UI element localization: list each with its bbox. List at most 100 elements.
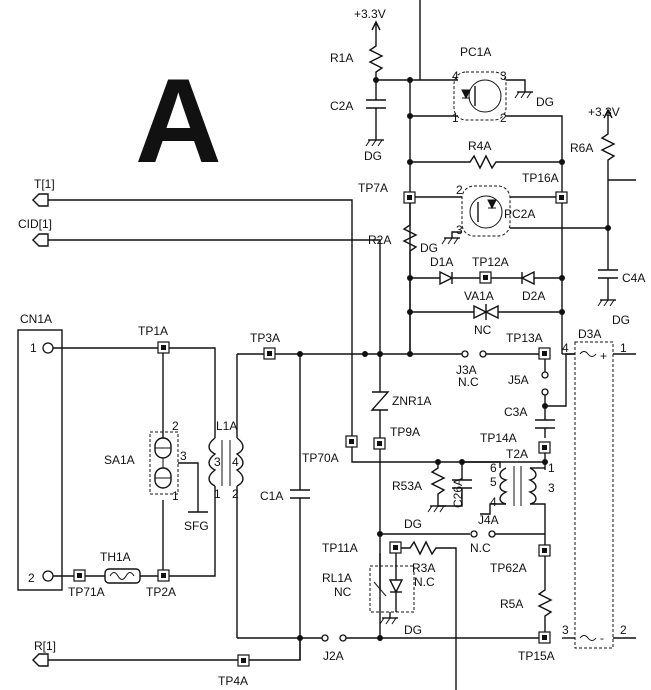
l1a-label: L1A [216,419,237,433]
resistor-r5a: R5A [500,556,553,632]
resistor-r53a: R53A [392,459,446,513]
c26a-label: C26A [451,478,465,508]
d3a-plus: + [600,349,607,363]
tp15a: TP15A [518,631,555,663]
section-letter: A [135,54,222,188]
r53a-label: R53A [392,479,422,493]
tp13a: TP13A [506,331,551,360]
j3a-label: J3A [456,363,477,377]
pc1a-pin3: 3 [500,69,507,83]
va1a-nc: NC [474,323,492,337]
j2a-label: J2A [323,649,344,663]
tp12a-label: TP12A [472,255,509,269]
port-cid-label: CID[1] [18,217,52,231]
jumper-j2a: J2A [321,634,347,663]
pc2a-pin2: 2 [456,183,463,197]
tp15a-label: TP15A [518,649,555,663]
resistor-r2a: R2A [368,203,418,354]
tp62a-label: TP62A [490,561,527,575]
j3a-nc: N.C [458,375,479,389]
va1a-label: VA1A [464,289,494,303]
d3a-pin4: 4 [562,341,569,355]
bridge-d3a: D3A 4 1 + 3 2 - [545,327,636,649]
tp16a-label: TP16A [522,171,559,185]
pc1a-pin2: 2 [500,111,507,125]
choke-l1a: L1A 3 4 1 2 [208,354,244,638]
l1a-pin3: 3 [214,455,221,469]
transformer-t2a: T2A 6 5 4 1 3 [462,447,555,545]
optocoupler-pc2a: PC2A 2 3 DG [420,183,608,255]
tp7a-label: TP7A [358,181,388,195]
d2a-label: D2A [522,289,545,303]
j5a-label: J5A [508,373,529,387]
resistor-r3a: R3A N.C [401,540,457,690]
tp2a: TP2A [146,569,176,599]
varistor-va1a: VA1A NC [407,289,565,337]
capacitor-c3a: C3A [504,405,555,438]
c4a-label: C4A [622,271,645,285]
d3a-label: D3A [578,327,601,341]
tp2a-label: TP2A [146,585,176,599]
sa1a-label: SA1A [104,453,135,467]
tp62a: TP62A [490,544,551,575]
port-r: R[1] [32,638,301,667]
pc1a-label: PC1A [460,45,491,59]
resistor-r1a: R1A [330,40,384,80]
znr1a-label: ZNR1A [392,394,431,408]
r3a-nc: N.C [414,575,435,589]
c2a-label: C2A [330,99,353,113]
tp4a-label: TP4A [218,674,248,688]
tp13a-label: TP13A [506,331,543,345]
tp11a: TP11A [322,541,402,555]
jumper-j3a: J3A N.C [456,350,487,389]
cn1a-pin2: 2 [28,571,35,585]
pc1a-pin1: 1 [452,111,459,125]
r3a-label: R3A [412,561,435,575]
tp9a: TP9A [373,425,420,450]
r5a-label: R5A [500,597,523,611]
jumper-j4a: J4A N.C DG [380,513,545,555]
tp3a: TP3A [250,331,280,360]
d1a-label: D1A [430,255,453,269]
sa1a-pin1: 1 [172,489,179,503]
capacitor-c2a: C2A DG [330,80,386,163]
t2a-pin6: 6 [490,461,497,475]
dg-label-mid: DG [404,517,422,531]
port-t: T[1] [32,177,353,438]
port-cid: CID[1] [18,217,381,354]
pc2a-label: PC2A [504,207,535,221]
l1a-pin2: 2 [232,487,239,501]
capacitor-c1a: C1A [260,354,310,660]
tp9a-label: TP9A [390,425,420,439]
cn1a-label: CN1A [20,312,52,326]
jumper-j5a: J5A [508,371,549,396]
sa1a-pin3: 3 [180,449,187,463]
tp1a-label: TP1A [138,324,168,338]
cn1a-pin1: 1 [30,341,37,355]
l1a-pin4: 4 [232,455,239,469]
capacitor-c26a: C26A [438,459,472,508]
surge-arrester-sa1a: SA1A 2 3 1 SFG [104,353,209,570]
supply2-label: +3.3V [588,105,620,119]
tp4a: TP4A [218,654,250,688]
relay-rl1a: RL1A NC DG [322,553,422,637]
tp16a: TP16A [510,171,568,204]
connector-cn1a: CN1A 1 2 [17,312,63,591]
supply1-label: +3.3V [354,7,386,21]
r1a-label: R1A [330,51,353,65]
thermistor-th1a: TH1A [100,550,141,584]
rl1a-nc: NC [334,585,352,599]
supply-2: +3.3V [588,105,620,128]
rl1a-ground: DG [404,623,422,637]
supply-1: +3.3V [354,7,386,40]
capacitor-c4a: C4A DG [597,269,645,327]
pc2a-ground: DG [420,241,438,255]
rl1a-label: RL1A [322,571,352,585]
r6a-label: R6A [570,141,593,155]
c2a-ground: DG [364,149,382,163]
tp71a: TP71A [68,569,105,599]
tp71a-label: TP71A [68,585,105,599]
port-r-label: R[1] [34,639,56,653]
resistor-r4a: R4A [407,139,565,170]
